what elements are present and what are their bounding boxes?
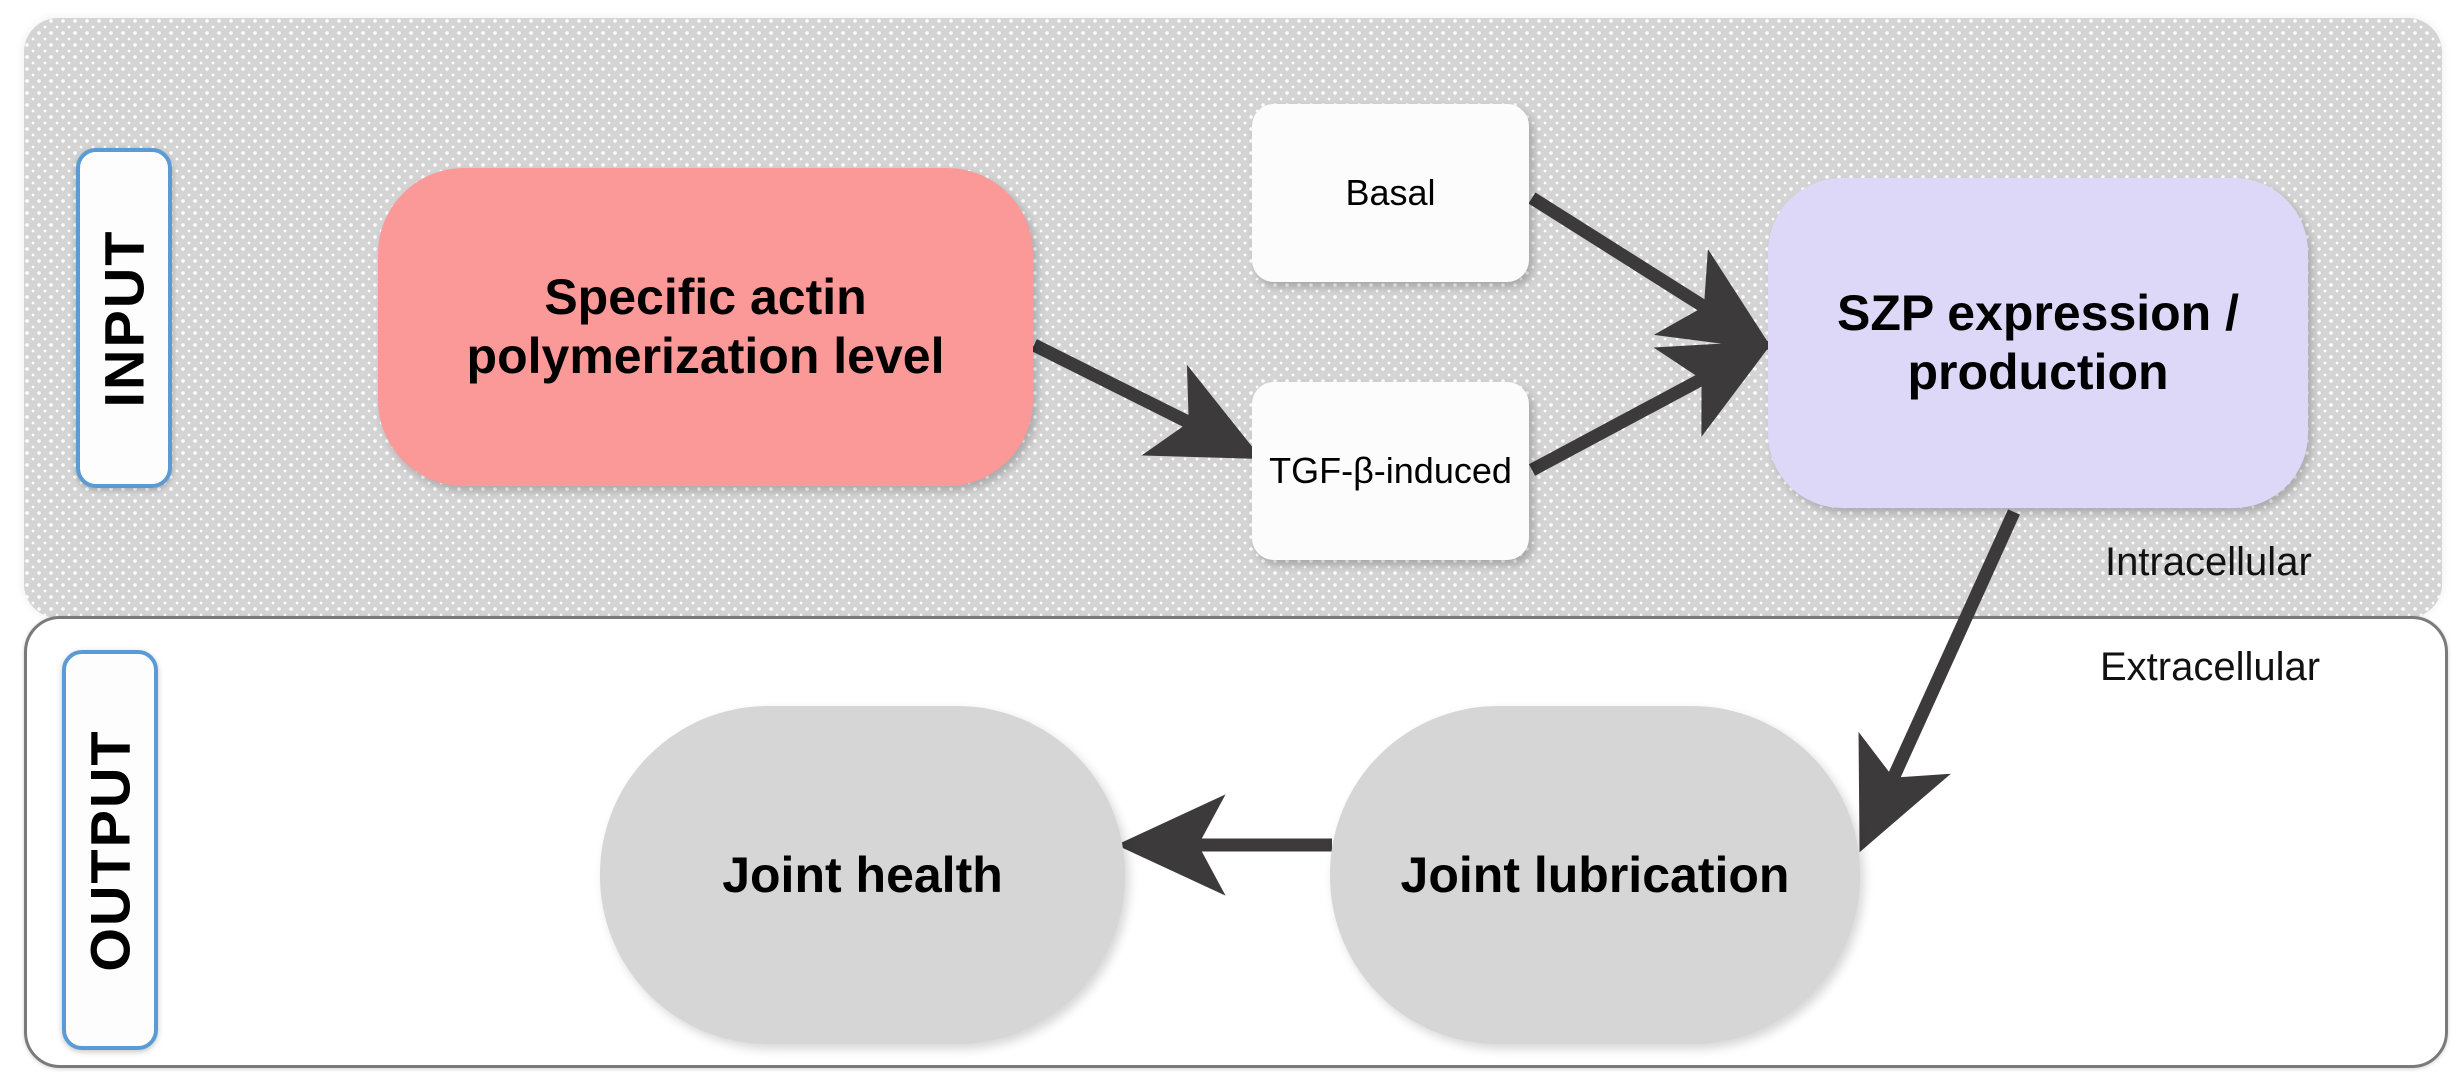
output-tab: OUTPUT [62,650,158,1050]
extracellular-label: Extracellular [2100,645,2321,689]
input-tab: INPUT [76,148,172,488]
output-tab-label: OUTPUT [78,728,142,972]
node-joint-health: Joint health [600,706,1125,1044]
input-tab-label: INPUT [92,229,156,407]
extracellular-compartment [24,616,2448,1068]
node-joint-lubrication-label: Joint lubrication [1400,846,1790,903]
node-specific-actin-polymerization-level: Specific actin polymerization level [378,168,1033,486]
node-joint-lubrication: Joint lubrication [1330,706,1860,1044]
node-szp-label: SZP expression / production [1836,285,2240,400]
node-basal-label: Basal [1345,171,1436,213]
node-basal: Basal [1252,104,1529,282]
node-szp-expression-production: SZP expression / production [1768,178,2308,508]
node-tgf-beta-induced: TGF-β-induced [1252,382,1529,560]
node-joint-health-label: Joint health [722,846,1003,903]
node-actin-label: Specific actin polymerization level [466,269,945,384]
intracellular-label: Intracellular [2105,540,2312,584]
node-tgfb-label: TGF-β-induced [1269,449,1512,491]
